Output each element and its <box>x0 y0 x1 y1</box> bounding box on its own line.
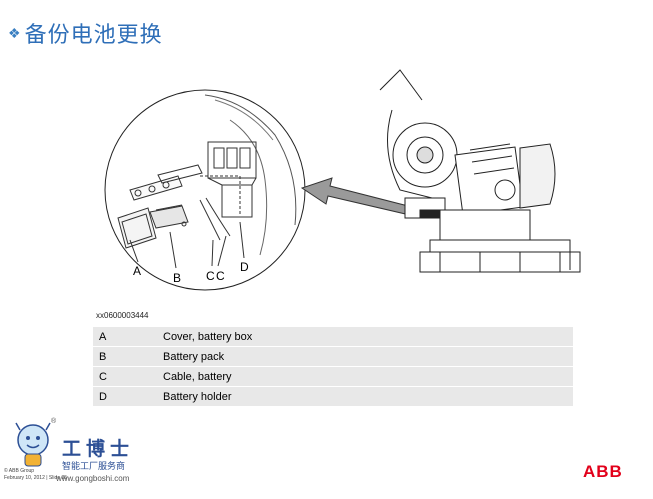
bracket-drawing <box>129 164 203 201</box>
legend-key: D <box>99 390 107 403</box>
footer-copyright: © ABB Group <box>4 468 35 474</box>
legend-key: B <box>99 350 107 363</box>
mascot-icon <box>15 422 51 467</box>
legend-key: C <box>99 370 107 383</box>
footer-date: February 10, 2012 | Slide 35 <box>4 475 68 481</box>
legend-row: C Cable, battery <box>93 367 573 386</box>
cover-battery-box-drawing <box>117 207 157 249</box>
legend-row: A Cover, battery box <box>93 327 573 346</box>
brand-logo-zone: ® 工博士 智能工厂服务商 www.gongboshi.com <box>4 414 204 499</box>
legend-row: D Battery holder <box>93 387 573 406</box>
legend-table: A Cover, battery box B Battery pack C Ca… <box>93 327 573 407</box>
figure-id-label: xx0600003444 <box>96 311 149 320</box>
battery-pack-drawing <box>149 204 189 229</box>
brand-url: www.gongboshi.com <box>56 474 130 483</box>
brand-name: 工博士 <box>62 438 135 460</box>
callout-b: B <box>173 271 181 285</box>
callout-a: A <box>133 264 141 278</box>
slide-footer: © ABB Group February 10, 2012 | Slide 35 <box>4 468 67 482</box>
registered-mark: ® <box>51 418 57 425</box>
battery-replacement-figure: A B C C D <box>104 69 581 291</box>
legend-row: B Battery pack <box>93 347 573 366</box>
legend-value: Battery holder <box>163 390 232 403</box>
legend-value: Battery pack <box>163 350 225 363</box>
legend-value: Cover, battery box <box>163 330 253 343</box>
legend-value: Cable, battery <box>163 370 232 383</box>
pointer-arrow-icon <box>300 177 417 217</box>
abb-logo: ABB <box>583 462 623 481</box>
page-title: 备份电池更换 <box>24 23 163 48</box>
brand-subtitle: 智能工厂服务商 <box>62 462 126 472</box>
detail-magnifier <box>104 89 306 291</box>
callout-c-2: C <box>216 269 225 283</box>
callout-d: D <box>240 260 249 274</box>
callout-c-1: C <box>206 269 215 283</box>
robot-base-drawing <box>379 69 581 273</box>
diamond-bullet-icon: ❖ <box>8 25 21 41</box>
slide-title: ❖ 备份电池更换 <box>8 18 163 48</box>
battery-box-drawing <box>200 141 257 218</box>
legend-key: A <box>99 330 107 343</box>
